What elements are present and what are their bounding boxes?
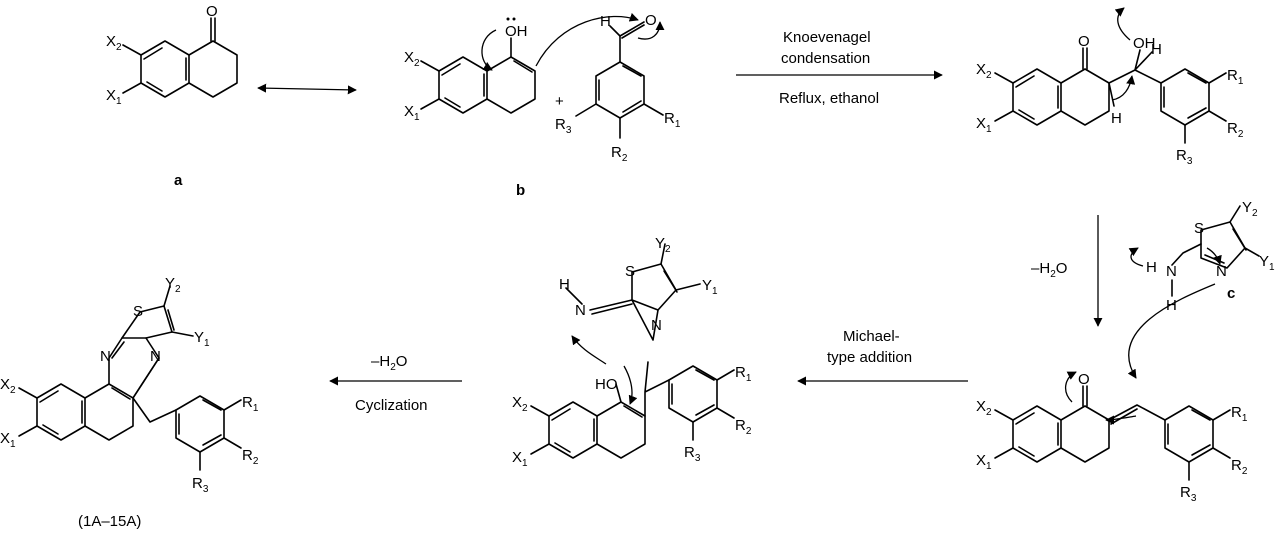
plus-sign: + [555, 93, 564, 110]
enol-ho-label: HO [595, 376, 618, 393]
r3-label: R3 [192, 475, 209, 495]
electron-push-arrow [623, 365, 638, 405]
thiazoline-n-label: N [651, 317, 662, 334]
x1-label: X1 [404, 103, 420, 123]
electron-push-arrow [1128, 247, 1144, 267]
enone-intermediate: O X2 X1 R1 R2 R3 [976, 371, 1248, 504]
ketone-oxygen-label: O [1078, 371, 1090, 388]
aldehyde-h-label: H [600, 13, 611, 30]
thiazoline-s-label: S [625, 263, 635, 280]
michael-label-line1: Michael- [843, 328, 900, 345]
aminothiazole-c: S N H N H Y2 Y1 c [1127, 199, 1275, 379]
electron-push-arrow [1206, 247, 1222, 265]
compound-a: O X2 X1 a [106, 3, 238, 189]
imine-n-label: N [575, 302, 586, 319]
x2-label: X2 [976, 61, 992, 81]
compound-a-label: a [174, 172, 183, 189]
y1-label: Y1 [194, 329, 210, 349]
r1-label: R1 [1227, 67, 1244, 87]
electron-push-arrow [571, 335, 607, 365]
electron-push-arrow [1065, 371, 1077, 403]
x1-label: X1 [976, 452, 992, 472]
electron-push-arrow [481, 29, 497, 71]
r3-label: R3 [1180, 484, 1197, 504]
pyrimidine-n-label: N [100, 348, 111, 365]
ketone-oxygen-label: O [1078, 33, 1090, 50]
electron-push-arrow [1111, 75, 1136, 101]
x1-label: X1 [512, 449, 528, 469]
thiazole-s-label: S [133, 303, 143, 320]
y2-label: Y2 [655, 235, 671, 255]
x2-label: X2 [106, 33, 122, 53]
x2-label: X2 [0, 376, 16, 396]
y1-label: Y1 [702, 277, 718, 297]
x2-label: X2 [976, 398, 992, 418]
r1-label: R1 [1231, 404, 1248, 424]
electron-push-arrow [535, 12, 639, 67]
bridgehead-n-label: N [150, 348, 161, 365]
imine-h-label: H [559, 276, 570, 293]
cyclization-label: Cyclization [355, 397, 428, 414]
thiazole-s-label: S [1194, 220, 1204, 237]
r2-label: R2 [242, 447, 259, 467]
carbinol-h-label: H [1151, 41, 1162, 58]
knoevenagel-label-line2: condensation [781, 50, 870, 67]
michael-label-line2: type addition [827, 349, 912, 366]
amine-h-label: H [1146, 259, 1157, 276]
nucleophilic-attack-arrow [1127, 283, 1216, 379]
compound-b-label: b [516, 182, 525, 199]
r1-label: R1 [664, 110, 681, 130]
final-product: N N S Y2 Y1 X2 X1 R1 R2 R3 (1A–15A) [0, 275, 259, 530]
reflux-ethanol-label: Reflux, ethanol [779, 90, 879, 107]
dehydration-label: –H2O [1031, 260, 1067, 280]
y2-label: Y2 [165, 275, 181, 295]
r3-label: R3 [684, 444, 701, 464]
ketone-oxygen-label: O [206, 3, 218, 20]
lone-pair-dot [506, 17, 510, 21]
aldehyde-oxygen-label: O [645, 12, 657, 29]
r1-label: R1 [735, 364, 752, 384]
electron-push-arrow [1105, 415, 1137, 425]
hydroxyl-label: OH [1133, 35, 1156, 52]
michael-adduct: S N N H HO Y2 Y1 X2 X1 R1 R2 R3 [512, 235, 752, 469]
r3-label: R3 [555, 116, 572, 136]
x1-label: X1 [976, 115, 992, 135]
lone-pair-dot [512, 17, 516, 21]
x2-label: X2 [512, 394, 528, 414]
x1-label: X1 [0, 430, 16, 450]
electron-push-arrow [637, 21, 665, 40]
electron-push-arrow [1114, 7, 1131, 41]
amine-h-label: H [1166, 297, 1177, 314]
thiazole-n-label: N [1216, 263, 1227, 280]
y1-label: Y1 [1259, 253, 1275, 273]
alpha-h-label: H [1111, 110, 1122, 127]
products-label: (1A–15A) [78, 513, 141, 530]
r2-label: R2 [1227, 120, 1244, 140]
amine-n-label: N [1166, 263, 1177, 280]
dehydration-label: –H2O [371, 353, 407, 373]
r1-label: R1 [242, 394, 259, 414]
r2-label: R2 [735, 417, 752, 437]
y2-label: Y2 [1242, 199, 1258, 219]
x1-label: X1 [106, 87, 122, 107]
compound-b: OH X2 X1 b [404, 12, 639, 199]
tautomer-equilibrium-arrow [257, 83, 357, 95]
x2-label: X2 [404, 49, 420, 69]
aldehyde: H O R3 R1 R2 [555, 12, 681, 164]
enol-oh-label: OH [505, 23, 528, 40]
r2-label: R2 [611, 144, 628, 164]
aldol-intermediate: O OH H H X2 X1 R1 R2 R3 [976, 7, 1244, 167]
knoevenagel-label-line1: Knoevenagel [783, 29, 871, 46]
compound-c-label: c [1227, 285, 1235, 302]
r2-label: R2 [1231, 457, 1248, 477]
r3-label: R3 [1176, 147, 1193, 167]
